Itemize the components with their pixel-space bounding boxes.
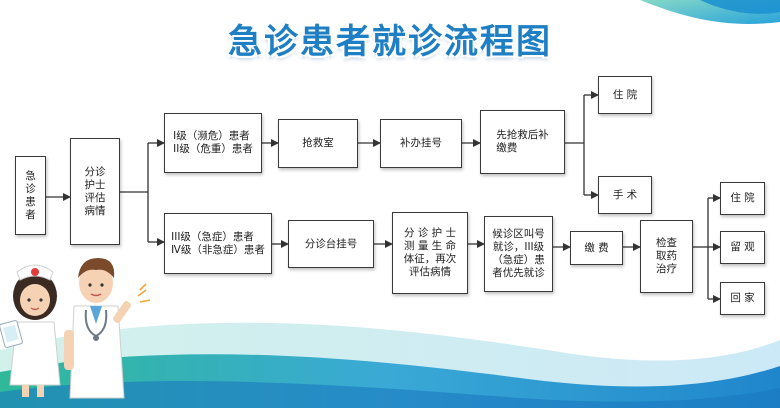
- node-label: 住 院: [612, 88, 638, 101]
- node-rescue-room: 抢救室: [278, 119, 358, 168]
- node-label: III级（急症）患者 Ⅳ级（非急症）患者: [171, 230, 265, 256]
- node-go-home: 回 家: [720, 282, 765, 315]
- node-label: 分诊台挂号: [304, 237, 358, 250]
- node-label: 分 诊 护 士 测 量 生 命 体征，再次 评估病情: [403, 227, 457, 278]
- node-payment: 缴 费: [570, 231, 623, 265]
- node-label: 抢救室: [302, 137, 334, 149]
- node-label: 缴 费: [584, 241, 609, 254]
- node-label: 检查 取药 治疗: [656, 237, 677, 275]
- sparkle-icon: [137, 283, 151, 303]
- node-level-3-4-patients: III级（急症）患者 Ⅳ级（非急症）患者: [164, 213, 272, 274]
- node-hospitalize-bottom: 住 院: [720, 182, 765, 215]
- node-label: I级（濒危）患者 II级（危重）患者: [173, 130, 253, 155]
- node-label: 急 诊 患 者: [25, 169, 36, 221]
- node-surgery: 手 术: [598, 176, 652, 214]
- page-title: 急诊患者就诊流程图: [228, 22, 552, 62]
- node-label: 手 术: [612, 188, 638, 201]
- node-label: 补办挂号: [400, 137, 442, 149]
- node-label: 留 观: [730, 241, 755, 253]
- node-rescue-then-pay: 先抢救后补 缴费: [480, 110, 565, 174]
- node-waiting-call: 候诊区叫号 就诊，III级 （急症）患 者优先就诊: [484, 216, 553, 292]
- node-nurse-reassess: 分 诊 护 士 测 量 生 命 体征，再次 评估病情: [392, 212, 468, 294]
- node-level-1-2-patients: I级（濒危）患者 II级（危重）患者: [164, 113, 262, 173]
- node-exam-treatment: 检查 取药 治疗: [640, 220, 693, 293]
- node-label: 候诊区叫号 就诊，III级 （急症）患 者优先就诊: [492, 228, 545, 279]
- doctor-icon: [64, 258, 131, 399]
- node-nurse-triage: 分诊 护士 评估 病情: [70, 138, 120, 245]
- node-triage-desk-register: 分诊台挂号: [288, 220, 374, 268]
- node-hospitalize-top: 住 院: [598, 76, 652, 114]
- node-label: 住 院: [730, 192, 755, 204]
- node-supplement-register: 补办挂号: [380, 119, 462, 168]
- node-label: 分诊 护士 评估 病情: [84, 165, 106, 217]
- nurse-icon: [0, 264, 61, 397]
- node-label: 先抢救后补 缴费: [496, 129, 549, 154]
- node-label: 回 家: [730, 292, 755, 304]
- node-observation: 留 观: [720, 231, 765, 264]
- node-emergency-patient: 急 诊 患 者: [15, 156, 46, 235]
